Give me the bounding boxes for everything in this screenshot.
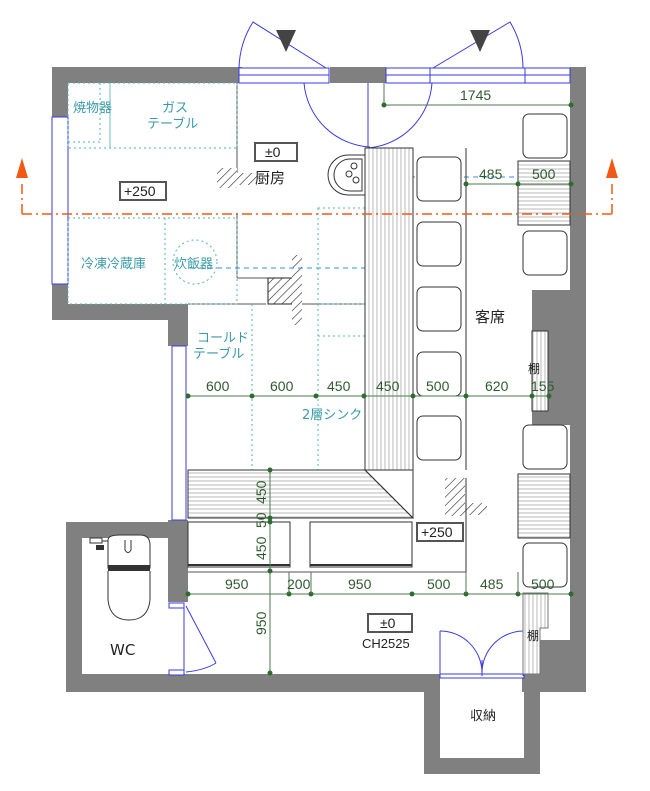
dim-row1-6: 155 [531, 378, 555, 394]
dim-top-seat-width: 500 [532, 166, 556, 182]
shelf-upper-label: 棚 [528, 361, 540, 376]
entrance-arrow-right-icon [470, 30, 490, 52]
walls [52, 67, 586, 774]
kitchen-room-label: 厨房 [255, 169, 285, 187]
hand-sink-icon [327, 154, 366, 196]
dim-vertical-1: 50 [253, 512, 269, 528]
fridge-freezer-label: 冷凍冷蔵庫 [81, 256, 146, 272]
grill-label: 焼物器 [73, 101, 112, 116]
dim-row2-5: 500 [531, 576, 555, 592]
gas-table-label-2: テーブル [147, 116, 198, 132]
level-marker-kitchen: ±0 [254, 142, 298, 162]
shelf-lower-label: 棚 [527, 628, 539, 643]
svg-text:±0: ±0 [380, 615, 396, 631]
windows [51, 67, 571, 521]
entrance-arrow-left-icon [276, 30, 296, 52]
dim-row2-3: 500 [427, 576, 451, 592]
ceiling-height-label: CH2525 [362, 636, 410, 651]
dim-row1-2: 450 [327, 378, 351, 394]
level-marker-kitchen-raised: +250 [119, 181, 167, 201]
toilet-icon [89, 534, 151, 621]
dim-row2-4: 485 [480, 576, 504, 592]
wc-room-label: WC [110, 641, 135, 659]
dim-row1-5: 620 [485, 378, 509, 394]
dim-vertical-0: 450 [253, 480, 269, 504]
counter [187, 147, 466, 573]
level-marker-entrance: ±0 [367, 613, 413, 633]
level-marker-seating-raised: +250 [416, 522, 464, 542]
cold-table-label-1: コールド [197, 331, 249, 346]
dim-row2-0: 950 [225, 576, 249, 592]
dimension-lines [185, 83, 574, 676]
dim-row1-3: 450 [376, 378, 400, 394]
seating-room-label: 客席 [475, 308, 505, 326]
dim-row2-2: 950 [348, 576, 372, 592]
seats [416, 113, 571, 675]
dim-row2-1: 200 [287, 576, 311, 592]
dim-vertical-2: 450 [253, 536, 269, 560]
gas-table-label-1: ガス [162, 101, 188, 116]
dim-row1-0: 600 [206, 378, 230, 394]
cold-table-label-2: テーブル [193, 346, 244, 362]
double-sink-label: 2層シンク [302, 408, 362, 423]
svg-text:±0: ±0 [265, 144, 281, 160]
dim-row1-1: 600 [270, 378, 294, 394]
rice-cooker-label: 炊飯器 [174, 257, 213, 272]
doors [168, 21, 525, 679]
svg-text:+250: +250 [421, 524, 453, 540]
storage-room-label: 収納 [470, 709, 496, 724]
dim-row1-4: 500 [426, 378, 450, 394]
kitchen-layout [67, 82, 570, 590]
section-arrow-right-icon [606, 158, 618, 178]
dim-vertical-3: 950 [253, 611, 269, 635]
dim-top-seat-gap: 485 [479, 166, 503, 182]
svg-text:+250: +250 [124, 183, 156, 199]
section-line [16, 158, 618, 215]
section-arrow-left-icon [16, 158, 28, 178]
dim-top-window: 1745 [460, 87, 491, 103]
